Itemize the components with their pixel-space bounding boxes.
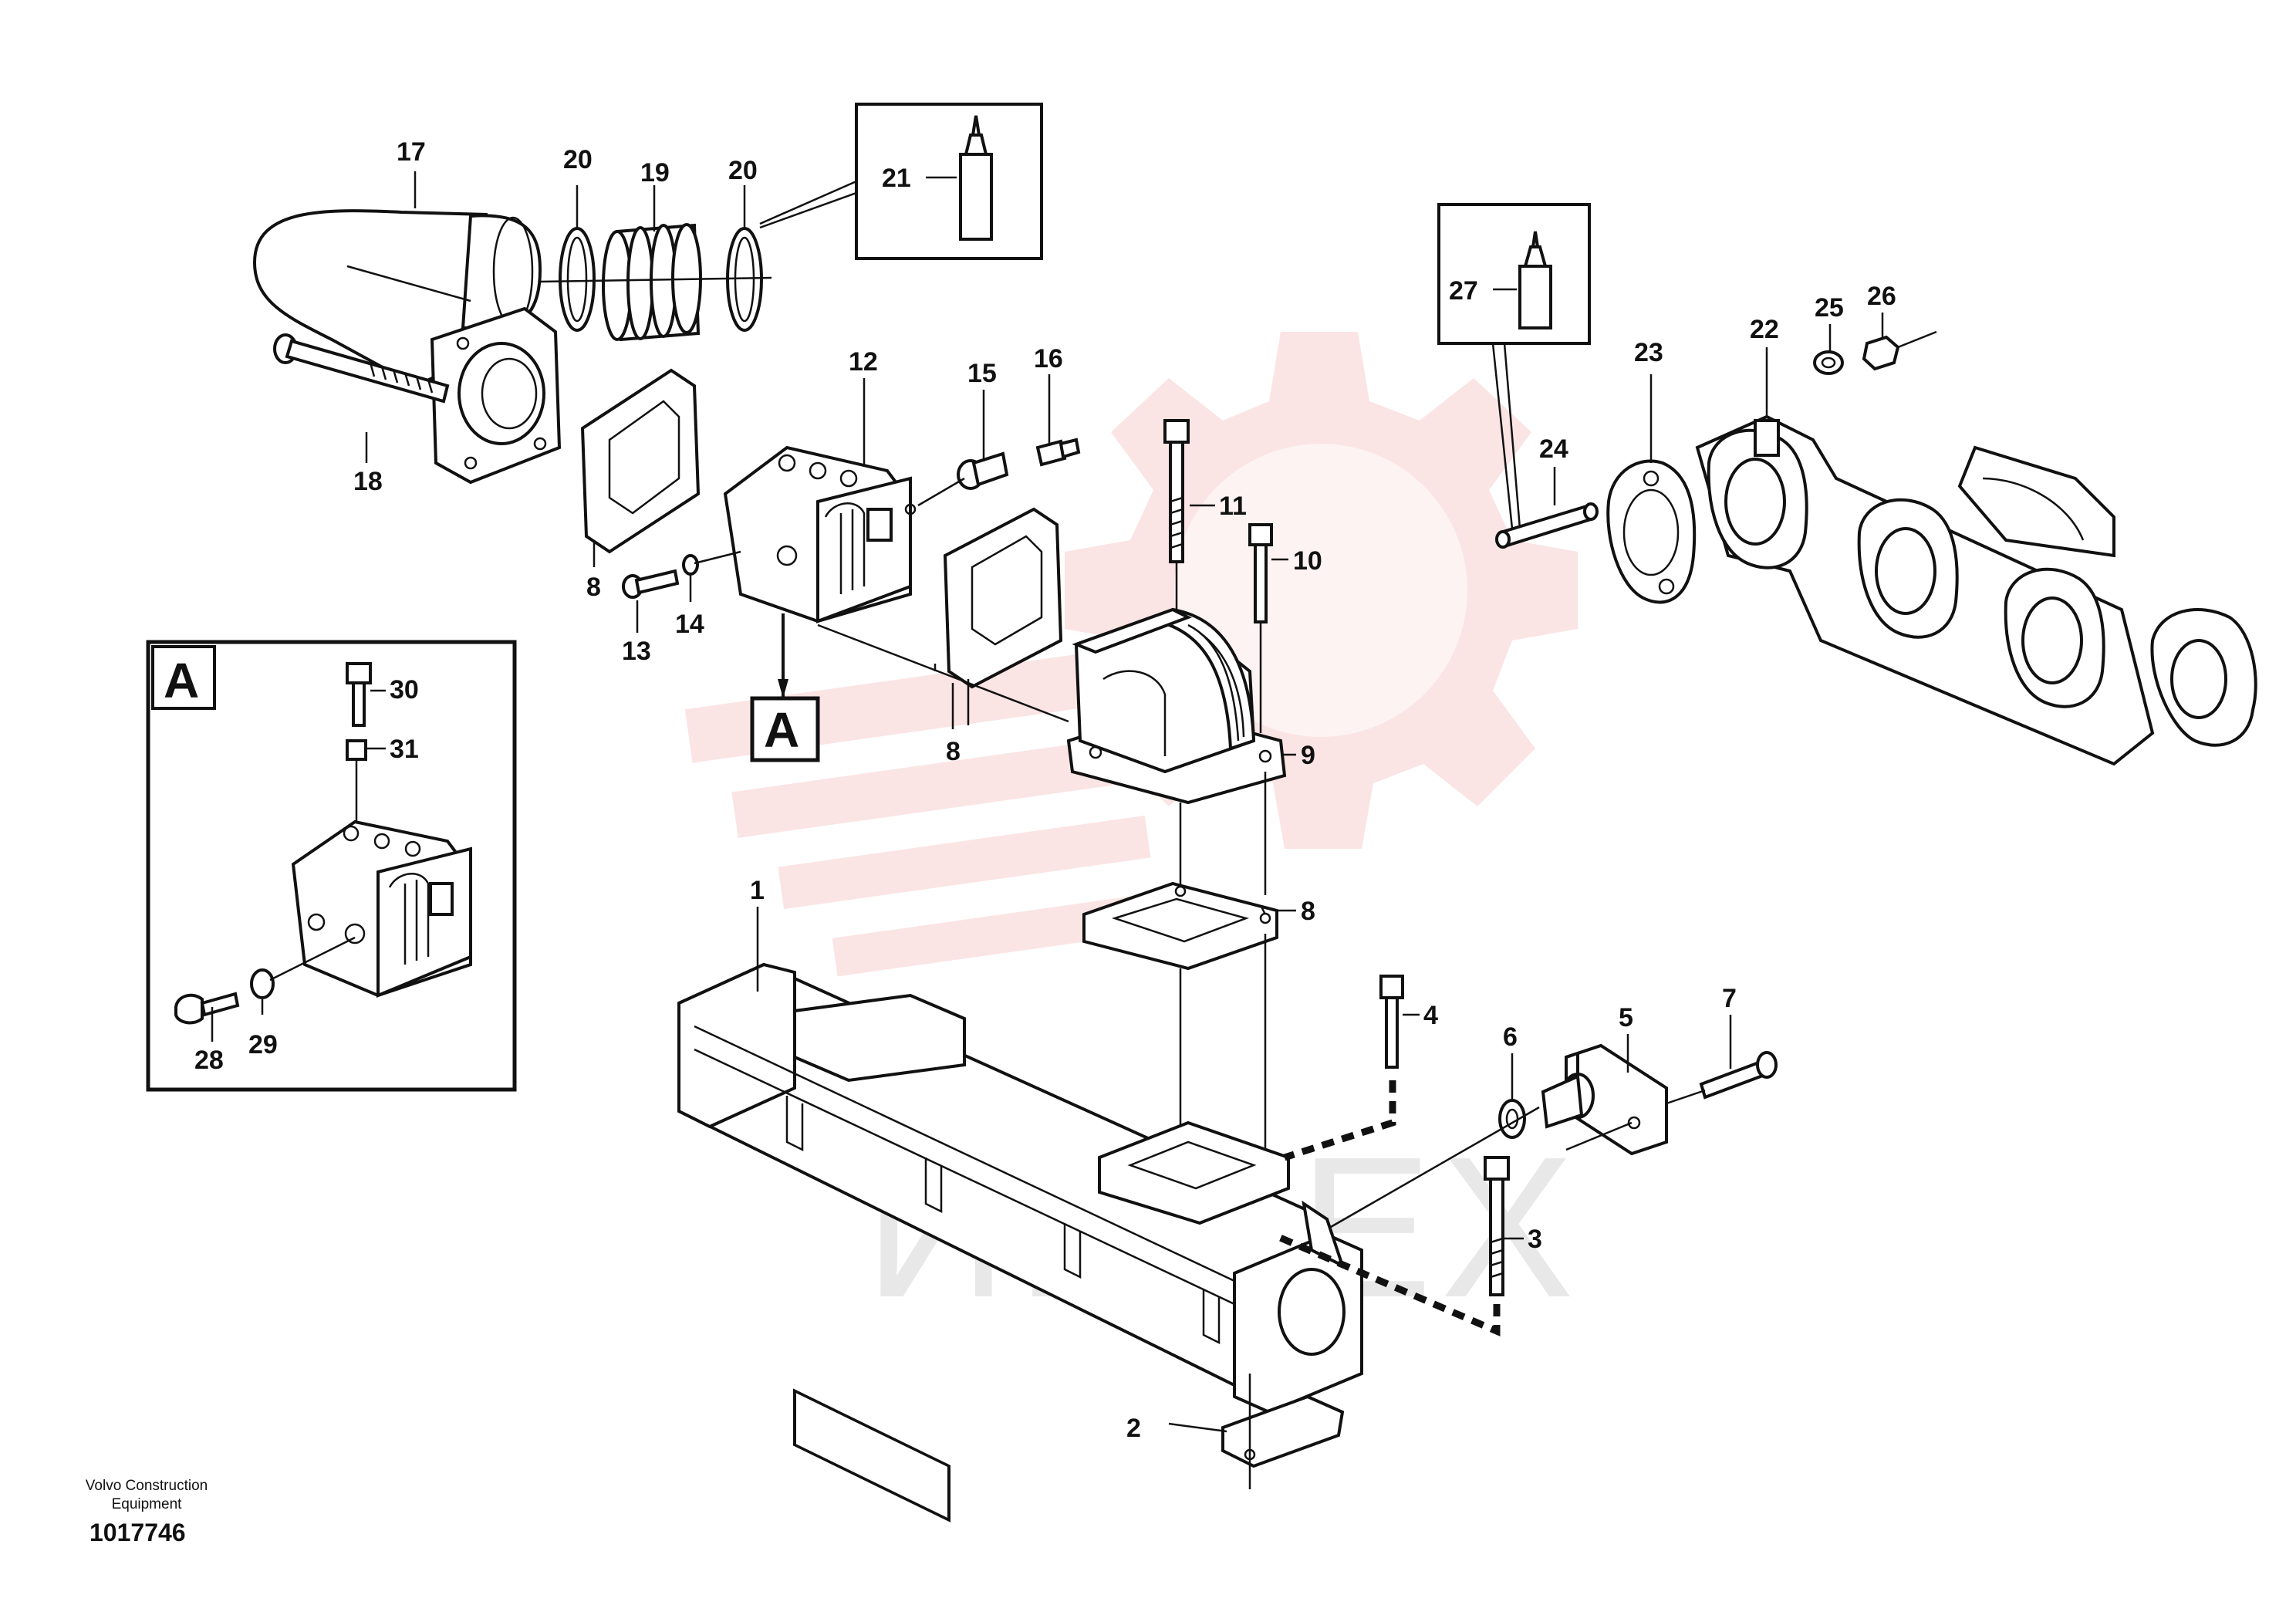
plug-5[interactable]	[1541, 1073, 1595, 1129]
part-label-14[interactable]: 14	[675, 610, 704, 639]
drawing-number: 1017746	[89, 1519, 186, 1546]
detail-view-a: A	[146, 640, 517, 1092]
callout-box-21	[759, 103, 1043, 260]
gasket-8-lower[interactable]	[1082, 881, 1278, 971]
gasket-23[interactable]	[1606, 459, 1697, 604]
exhaust-manifold-1[interactable]	[677, 962, 1363, 1522]
bellows-19[interactable]	[602, 223, 702, 342]
part-label-8-middle[interactable]: 8	[946, 737, 961, 766]
part-label-12[interactable]: 12	[849, 347, 878, 377]
part-label-1[interactable]: 1	[750, 876, 765, 905]
part-label-24[interactable]: 24	[1539, 434, 1568, 464]
part-label-19[interactable]: 19	[640, 158, 670, 188]
part-label-11[interactable]: 11	[1219, 492, 1247, 521]
elbow-housing-9[interactable]	[1066, 607, 1287, 805]
part-label-26[interactable]: 26	[1867, 282, 1896, 311]
part-number-labels: 17 20 19 20 21 18 8 13 14 12 15 16 11 10…	[194, 137, 1896, 1443]
callout-box-27	[1437, 203, 1591, 529]
seal-ring-20-left[interactable]	[559, 227, 596, 332]
gasket-8-middle[interactable]	[943, 507, 1063, 689]
bolt-7[interactable]	[1699, 1051, 1778, 1100]
part-label-31[interactable]: 31	[390, 735, 419, 764]
part-label-6[interactable]: 6	[1503, 1022, 1518, 1052]
fitting-15[interactable]	[957, 451, 1009, 490]
part-label-10[interactable]: 10	[1293, 546, 1322, 576]
part-label-30[interactable]: 30	[390, 675, 419, 705]
part-label-9[interactable]: 9	[1301, 741, 1315, 770]
part-label-2[interactable]: 2	[1126, 1414, 1141, 1443]
part-label-5[interactable]: 5	[1619, 1003, 1633, 1032]
bolt-11[interactable]	[1163, 419, 1190, 563]
leader-lines	[211, 171, 1884, 1433]
part-label-29[interactable]: 29	[248, 1030, 278, 1059]
bolt-4[interactable]	[1379, 975, 1404, 1069]
part-label-27[interactable]: 27	[1449, 276, 1478, 306]
bolt-3[interactable]	[1484, 1156, 1510, 1296]
part-label-25[interactable]: 25	[1815, 293, 1844, 323]
part-label-20-right[interactable]: 20	[728, 156, 758, 185]
part-label-17[interactable]: 17	[397, 137, 426, 167]
part-label-7[interactable]: 7	[1722, 984, 1737, 1013]
part-label-22[interactable]: 22	[1750, 315, 1779, 344]
part-label-15[interactable]: 15	[967, 359, 997, 388]
washer-14[interactable]	[682, 554, 699, 576]
part-label-4[interactable]: 4	[1423, 1001, 1438, 1030]
stud-24[interactable]	[1495, 502, 1599, 549]
gasket-8-upper[interactable]	[580, 368, 701, 554]
long-bolt-18[interactable]	[273, 333, 450, 404]
part-label-16[interactable]: 16	[1034, 344, 1063, 373]
detail-callout-a[interactable]: A	[750, 613, 820, 762]
part-label-28[interactable]: 28	[194, 1046, 224, 1075]
gasket-2[interactable]	[1221, 1394, 1345, 1468]
part-label-8-upper[interactable]: 8	[586, 573, 601, 602]
exhaust-manifold-22[interactable]	[1695, 414, 2257, 766]
elbow-pipe-17[interactable]	[252, 209, 562, 485]
part-label-23[interactable]: 23	[1634, 338, 1663, 367]
publisher-name: Volvo Construction Equipment	[85, 1478, 208, 1512]
part-label-18[interactable]: 18	[353, 467, 383, 496]
bolt-10[interactable]	[1248, 523, 1273, 623]
detail-box-letter: A	[164, 653, 199, 708]
nut-26[interactable]	[1862, 335, 1900, 371]
part-label-3[interactable]: 3	[1528, 1225, 1542, 1254]
part-label-13[interactable]: 13	[622, 637, 651, 666]
part-label-20-left[interactable]: 20	[563, 145, 593, 174]
washer-25[interactable]	[1813, 350, 1844, 375]
screw-13[interactable]	[622, 569, 680, 599]
callout-box-letter: A	[764, 702, 799, 758]
part-label-8-lower[interactable]: 8	[1301, 897, 1315, 926]
plug-16[interactable]	[1035, 438, 1081, 467]
part-label-21[interactable]: 21	[882, 164, 911, 193]
valve-block-12[interactable]	[723, 445, 917, 623]
